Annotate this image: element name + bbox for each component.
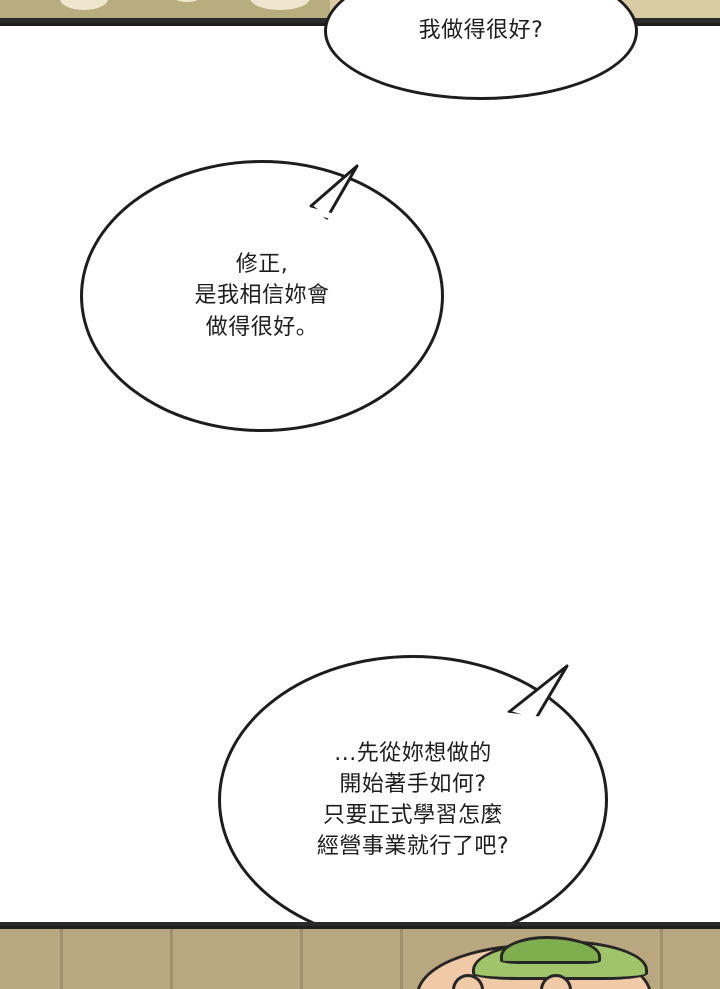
floor-plank-line [60, 922, 63, 989]
floor-plank-line [400, 922, 403, 989]
top-panel-highlight-1 [60, 0, 108, 10]
top-panel-highlight-3 [170, 0, 204, 2]
speech-balloon-2-text: 修正, 是我相信妳會 做得很好。 [194, 252, 330, 340]
bottom-panel-shadow-band [0, 922, 720, 929]
panel-divider-bottom [0, 926, 720, 929]
speech-balloon-1: 我做得很好? [324, 0, 638, 100]
floor-plank-line [660, 922, 663, 989]
bottom-panel-art [0, 922, 720, 989]
speech-balloon-3-text: ...先從妳想做的 開始著手如何? 只要正式學習怎麼 經營事業就行了吧? [316, 740, 510, 860]
speech-balloon-3-tail [506, 664, 569, 722]
speech-balloon-2: 修正, 是我相信妳會 做得很好。 [80, 160, 444, 432]
top-panel-highlight-2 [250, 0, 310, 10]
floor-plank-line [170, 922, 173, 989]
speech-balloon-2-tail [308, 164, 359, 220]
speech-balloon-1-text: 我做得很好? [418, 18, 544, 44]
floor-plank-line [300, 922, 303, 989]
